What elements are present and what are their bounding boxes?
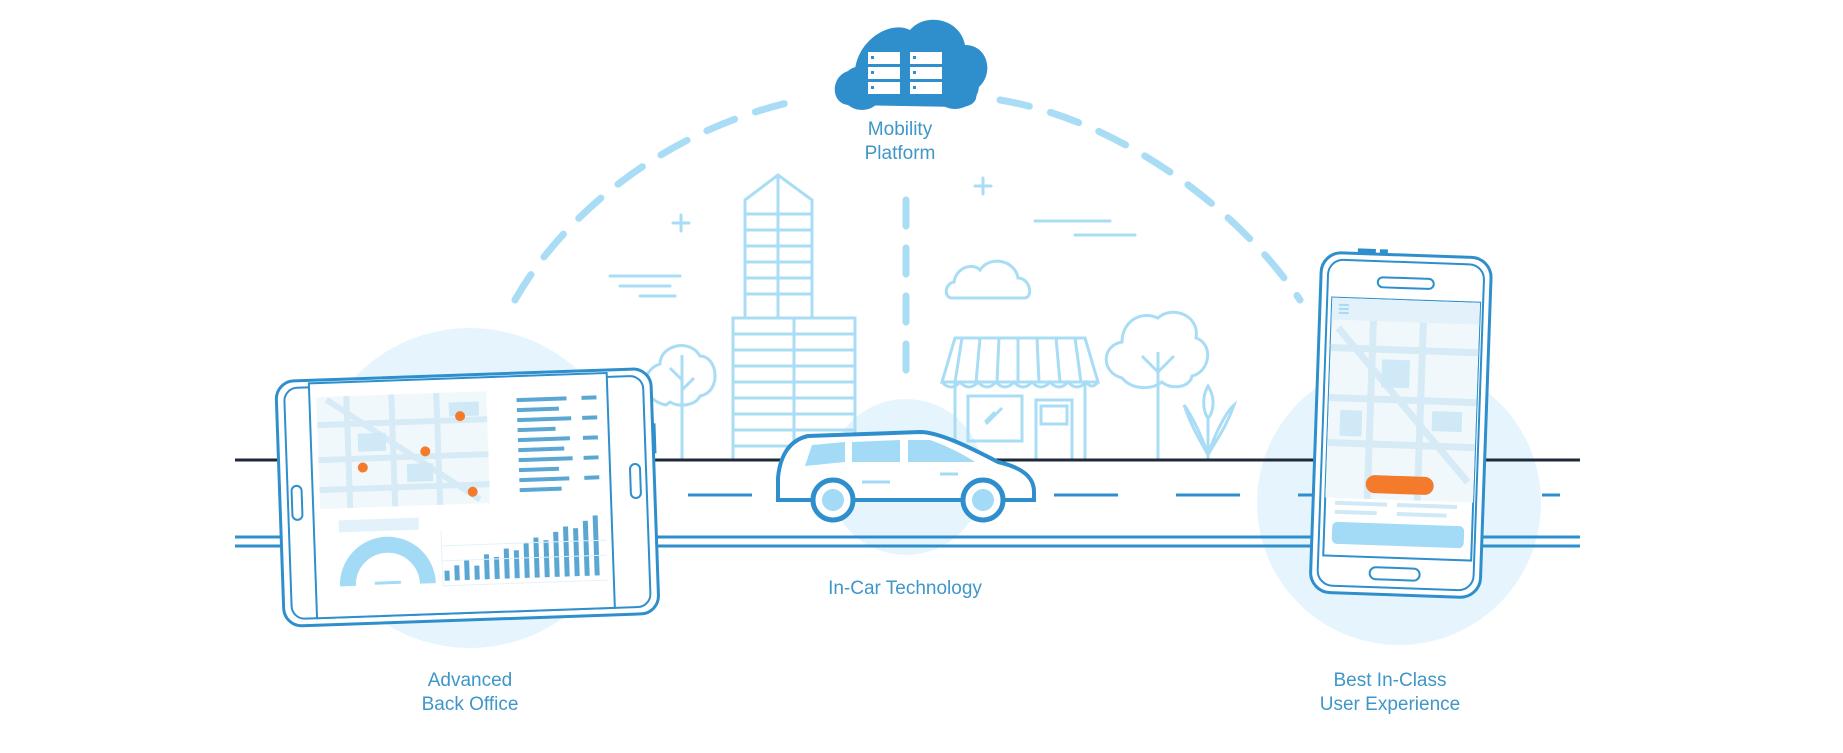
in-car-technology-text: In-Car Technology [828,578,982,599]
map-pin-icon [357,411,478,497]
decorative-marks [608,176,1137,298]
request-ride-pill [1365,475,1434,495]
tree-icon [1104,310,1210,460]
in-car-technology-label: In-Car Technology [760,577,1050,601]
plant-icon [1182,383,1238,460]
confirm-bar [1331,521,1465,549]
mobility-platform-label: Mobility Platform [820,118,980,166]
donut-gauge [339,536,436,587]
menu-icon [1338,303,1350,315]
small-cloud-icon [944,259,1032,300]
back-office-line1: Advanced [427,670,513,691]
mobility-platform-line2: Platform [864,143,936,164]
user-experience-label: Best In-Class User Experience [1270,669,1510,717]
car-icon [776,429,1036,523]
tablet-icon [274,367,660,628]
user-experience-line1: Best In-Class [1333,670,1447,691]
user-experience-line2: User Experience [1319,694,1461,715]
back-office-line2: Back Office [421,694,519,715]
phone-icon [1309,248,1493,599]
cloud-server-icon [834,19,988,110]
back-office-label: Advanced Back Office [370,669,570,717]
skyscraper-icon [731,173,857,462]
connection-arc [511,96,1304,304]
mobility-platform-line1: Mobility [867,119,933,140]
